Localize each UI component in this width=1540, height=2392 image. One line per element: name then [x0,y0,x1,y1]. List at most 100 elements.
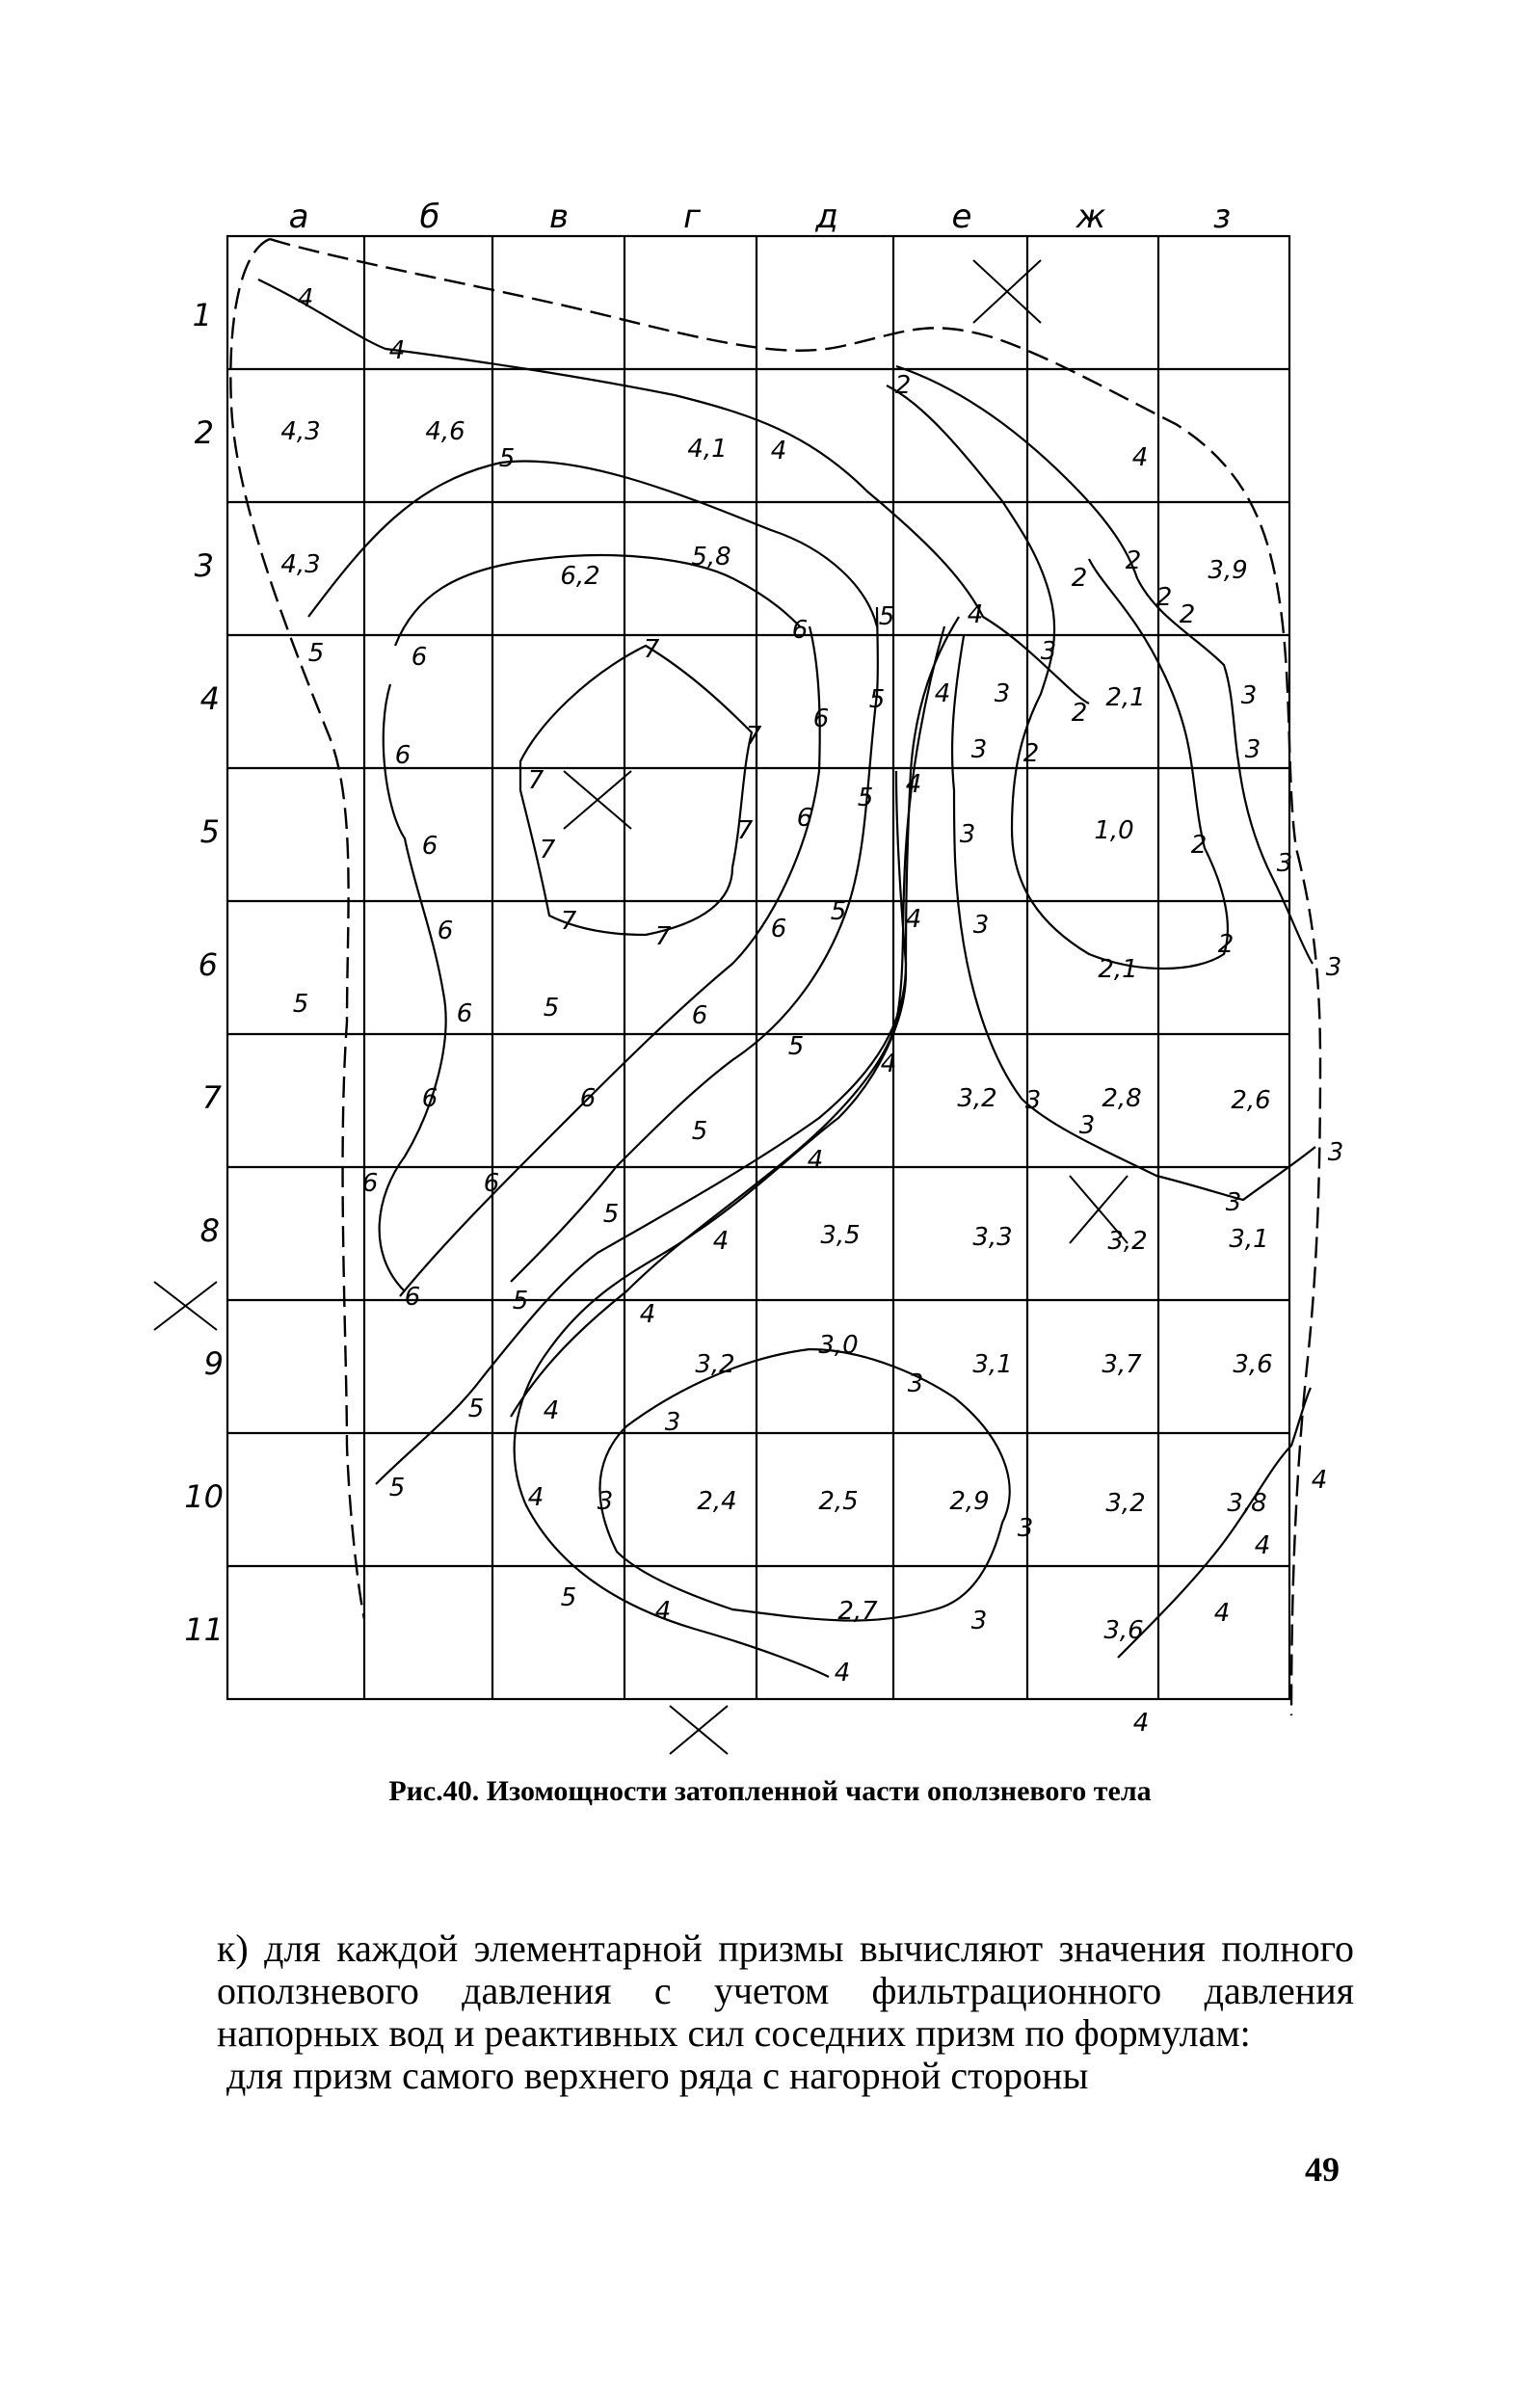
point-value: 3,3 [972,1223,1012,1252]
contour-label: 2 [1156,583,1173,612]
contour-label: 4 [713,1227,730,1256]
isopach-contours [257,279,1316,1678]
contour-label: 7 [528,766,544,795]
contour-label: 7 [737,816,754,845]
contour-label: 3 [1018,1514,1034,1543]
contour-label: 7 [655,922,672,951]
paragraph: для призм самого верхнего ряда с нагорно… [226,2054,1089,2097]
contour-label: 5 [308,639,325,668]
contour-label: 4 [1132,443,1149,472]
point-value: 3,6 [1233,1350,1272,1379]
point-value: 3,2 [957,1084,996,1113]
contour-label: 4 [906,905,922,934]
point-value: 2,9 [949,1487,989,1516]
point-value: 5 [293,990,309,1019]
contour-label: 6 [792,616,809,645]
point-value: 6,2 [560,562,599,591]
contour-label: 4 [835,1659,851,1688]
contour-label: 6 [484,1169,500,1198]
point-value: 2,1 [1098,955,1137,984]
contour-label: 5 [879,602,895,631]
point-value: 2,5 [818,1487,858,1516]
isopach-map-figure: а б в г д е ж з 1 2 3 4 5 6 7 8 9 10 11 [153,198,1344,1755]
contour-label: 6 [771,915,787,944]
contour-label: 6 [580,1084,597,1113]
paragraph: к) для каждой элементарной призмы вычисл… [217,1927,1354,2055]
contour-label: 3 [1226,1188,1242,1217]
column-header-6: е [952,198,972,236]
column-header-4: г [683,198,702,236]
point-value: 2,7 [837,1597,878,1626]
row-header-1: 1 [193,297,212,333]
row-header-4: 4 [200,680,220,717]
contour-label: 3 [1277,849,1293,878]
contour-label: 4 [389,336,406,365]
contour-label: 4 [771,437,787,465]
page-number: 49 [1305,2150,1340,2189]
point-value: 5,8 [691,543,730,571]
contour-label: 3 [1079,1111,1096,1140]
contour-labels: 4 4 2 4 5 4 2 2 2 2 5 6 7 6 5 4 3 6 7 6 … [298,284,1344,1738]
row-header-6: 6 [199,946,218,983]
column-header-8: з [1213,198,1231,236]
contour-label: 2 [1126,546,1142,575]
contour-label: 4 [881,1050,897,1078]
contour-label: 4 [1312,1466,1328,1495]
point-values: 4,3 4,6 4,1 4,3 6,2 5,8 3,9 2,1 1,0 2,1 … [280,417,1272,1645]
contour-label: 3 [1025,1086,1042,1115]
contour-label: 4 [1255,1531,1271,1560]
contour-label: 5 [692,1117,708,1146]
contour-label: 3 [1245,735,1261,764]
contour-label: 2 [1072,699,1088,728]
point-value: 3,8 [1227,1489,1266,1518]
contour-label: 2 [1218,930,1235,959]
point-value: 5 [561,1583,577,1612]
contour-label: 3 [665,1408,681,1437]
contour-label: 4 [906,770,922,799]
column-header-7: ж [1075,198,1106,236]
contour-label: 7 [746,722,762,751]
contour-label: 3 [597,1487,614,1516]
row-header-11: 11 [184,1611,224,1648]
point-value: 3,0 [818,1331,858,1360]
point-value: 3,2 [1107,1227,1147,1256]
contour-label: 2 [1023,739,1040,768]
contour-label: 7 [644,635,660,664]
figure-caption: Рис.40. Изомощности затопленной части оп… [388,1775,1152,1807]
point-value: 4,3 [280,550,320,579]
contour-label: 6 [692,1001,708,1030]
contour-label: 4 [655,1597,672,1626]
contour-label: 4 [1214,1599,1231,1628]
contour-label: 4 [1133,1709,1150,1738]
point-value: 5 [544,994,560,1023]
row-headers: 1 2 3 4 5 6 7 8 9 10 11 [184,297,224,1648]
point-value: 3,2 [1105,1489,1145,1518]
contour-label: 4 [968,600,984,629]
point-value: 4,1 [687,435,727,464]
point-value: 1,0 [1094,816,1133,845]
column-headers: а б в г д е ж з [289,198,1231,236]
column-header-3: в [549,198,569,236]
contour-label: 3 [973,911,990,940]
contour-label: 4 [935,679,951,708]
contour-label: 3 [1241,681,1258,710]
point-value: 2,1 [1105,683,1145,712]
contour-label: 3 [960,820,976,849]
contour-label: 3 [908,1369,924,1398]
contour-label: 6 [422,832,438,861]
landslide-boundary [229,237,1322,1716]
contour-label: 5 [858,784,874,812]
contour-label: 4 [640,1300,656,1329]
map-grid [226,234,1291,1701]
contour-label: 5 [468,1395,485,1423]
column-header-1: а [289,198,309,236]
point-value: 3,6 [1103,1616,1143,1645]
row-header-10: 10 [184,1478,224,1515]
contour-label: 5 [603,1200,620,1229]
point-value: 3,7 [1102,1350,1142,1379]
contour-label: 3 [995,679,1011,708]
contour-label: 6 [395,741,412,770]
contour-label: 6 [797,804,813,833]
contour-label: 3 [971,735,988,764]
row-header-5: 5 [200,813,220,850]
